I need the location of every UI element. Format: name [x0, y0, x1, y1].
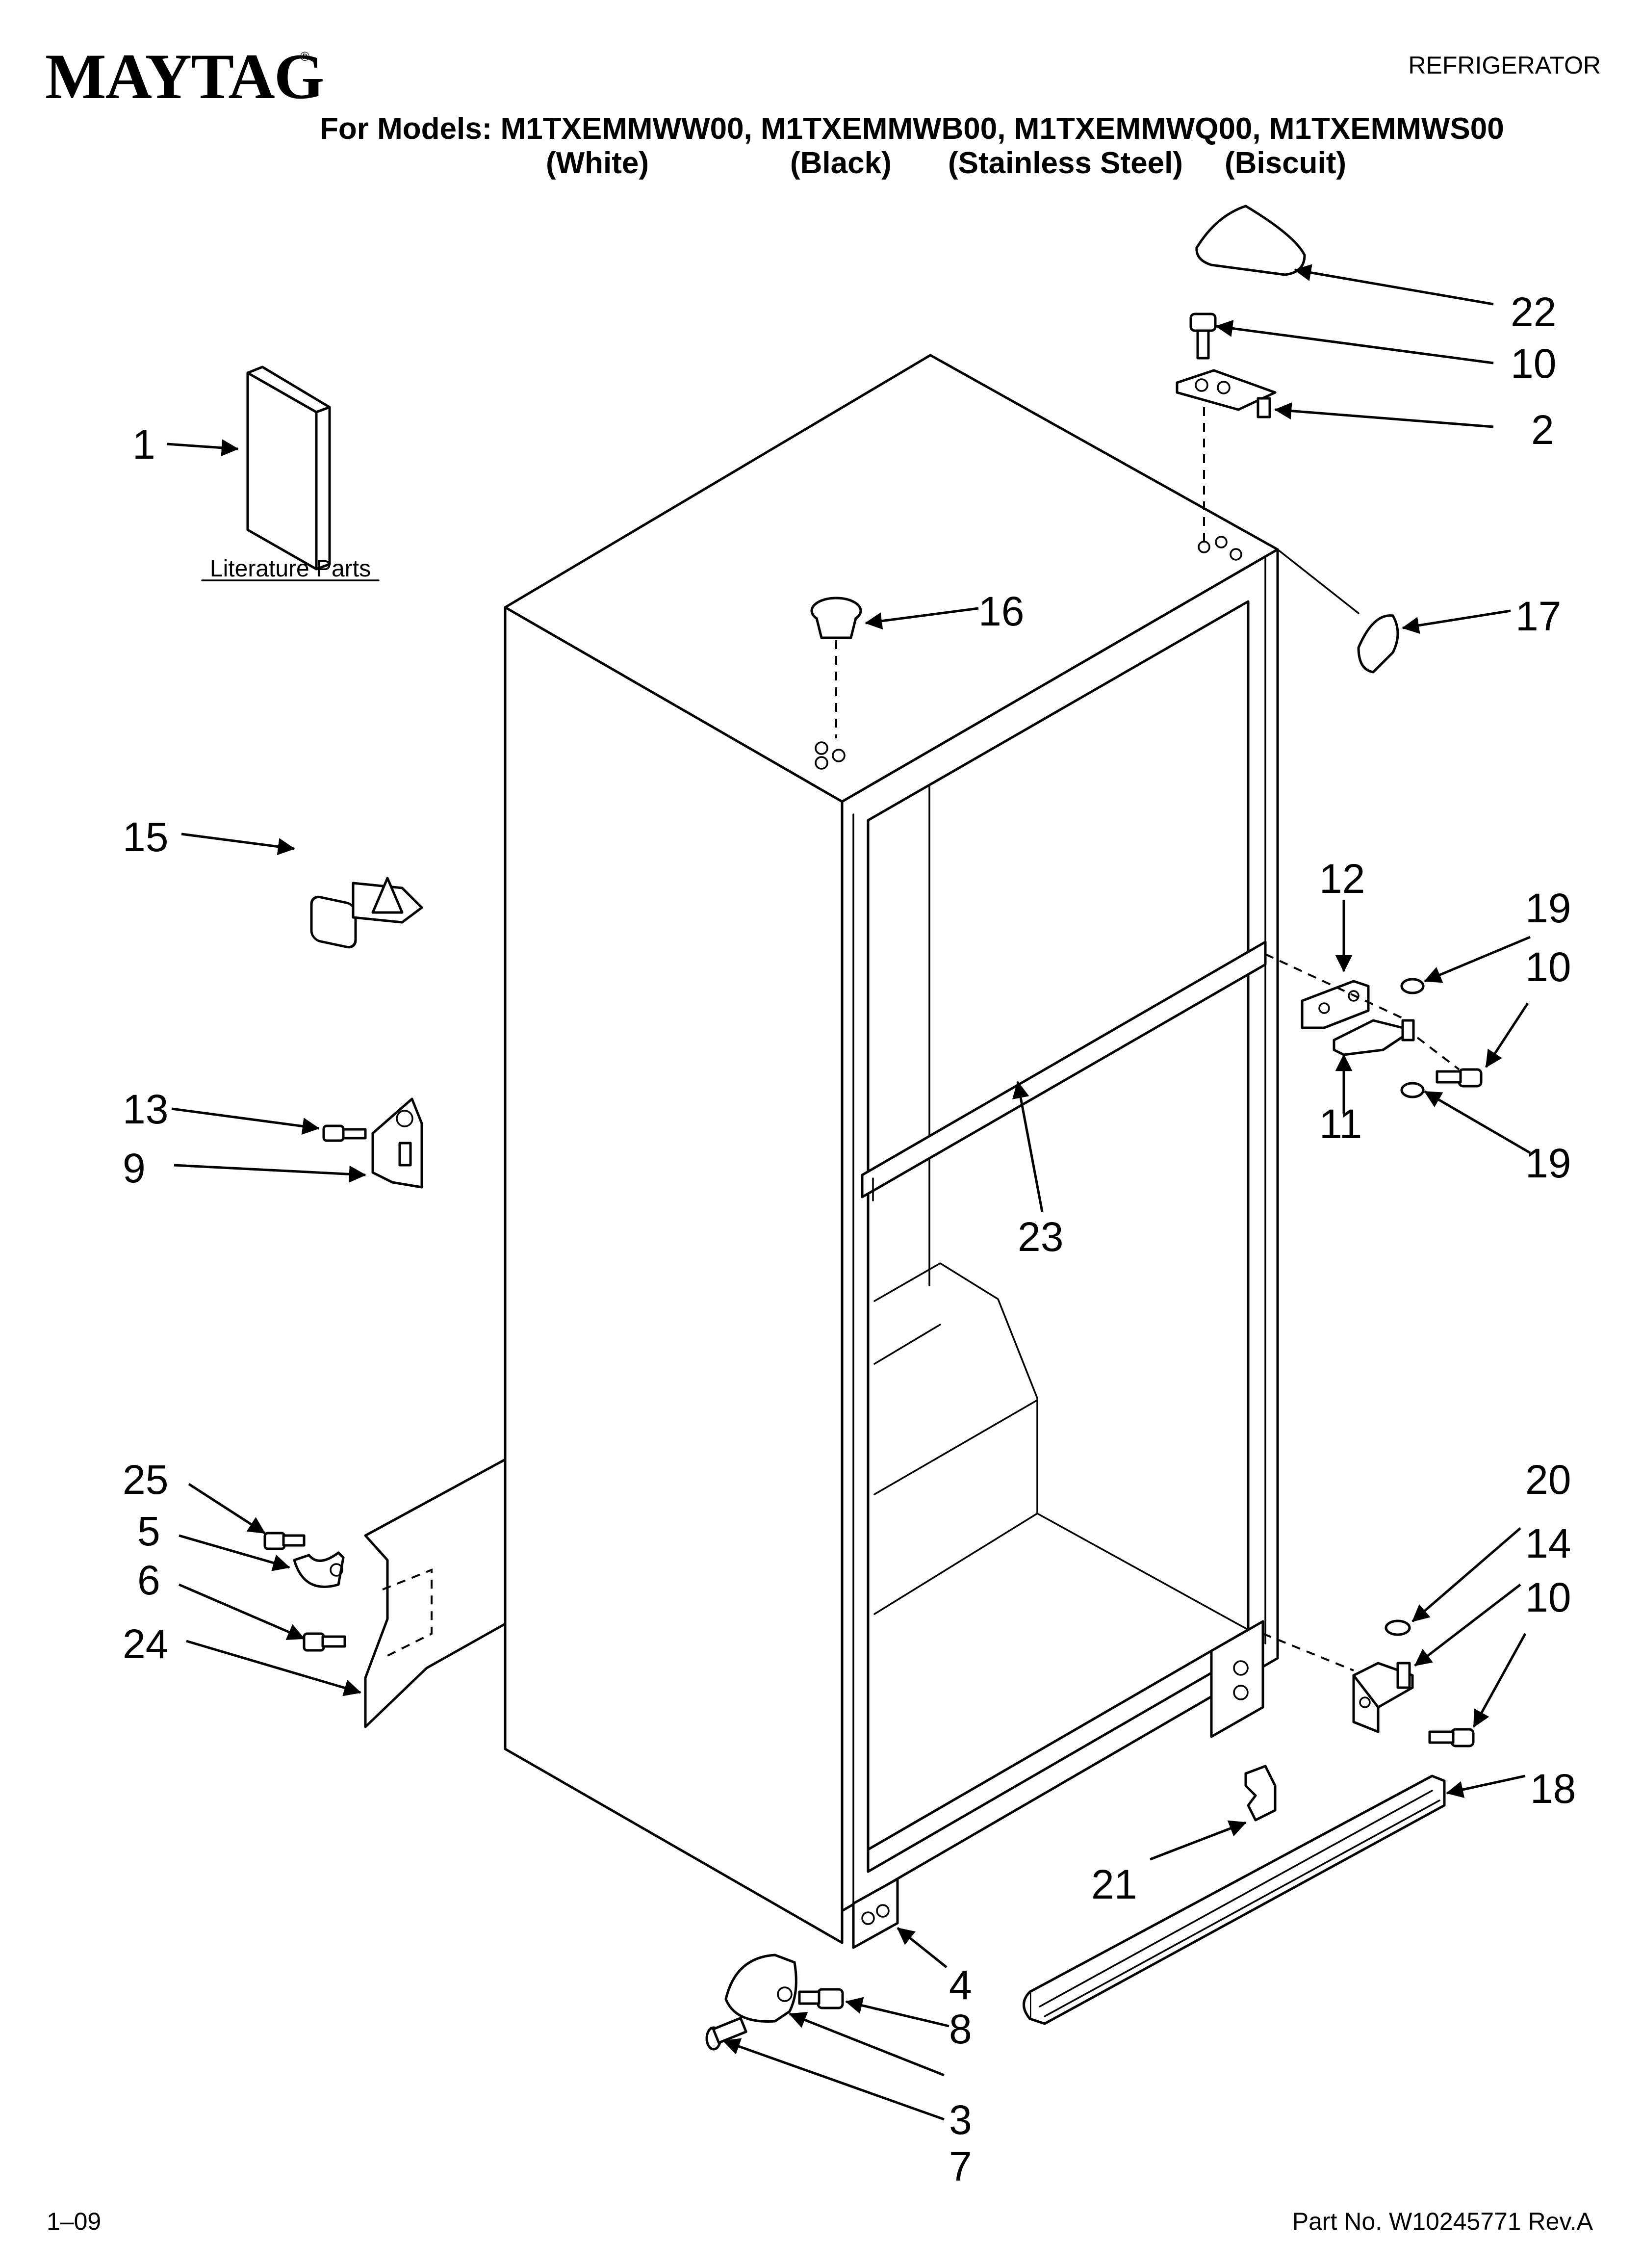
top-hinge-cover [1195, 205, 1306, 276]
callout-2: 2 [1531, 407, 1554, 453]
washer-lower [1400, 1082, 1425, 1098]
callout-6: 6 [137, 1557, 160, 1603]
brand-logo: MAYTAG [45, 40, 323, 112]
callout-3: 3 [949, 2097, 972, 2143]
callout-1: 1 [132, 421, 155, 468]
callout-16: 16 [978, 588, 1024, 634]
bottom-hinge [1352, 1662, 1414, 1733]
literature-parts: Literature Parts [201, 365, 380, 582]
top-plug [810, 597, 862, 738]
cabinet-left-side [504, 606, 844, 1944]
callout-10-top: 10 [1511, 340, 1556, 387]
top-hinge [1176, 369, 1277, 545]
callout-8: 8 [949, 2006, 972, 2052]
callout-24: 24 [123, 1621, 168, 1667]
callout-14: 14 [1525, 1520, 1571, 1566]
callout-19-upper: 19 [1525, 885, 1571, 931]
refrigerator-cabinet [364, 354, 1279, 1949]
callout-10-bottom: 10 [1525, 1574, 1571, 1620]
models-line: For Models: M1TXEMMWW00, M1TXEMMWB00, M1… [320, 112, 1504, 146]
top-trim-clip [1357, 614, 1399, 674]
part-number: Part No. W10245771 Rev.A [1292, 2208, 1593, 2235]
callout-25: 25 [123, 1457, 168, 1503]
door-closer-screw [322, 1124, 367, 1142]
leveler-bracket [724, 1954, 797, 2023]
washer-upper [1400, 978, 1425, 994]
footer: 1–09 Part No. W10245771 Rev.A [47, 2208, 1593, 2235]
callout-9: 9 [123, 1145, 146, 1191]
bottom-hinge-screw [1428, 1728, 1475, 1747]
date-code: 1–09 [47, 2208, 101, 2235]
bottom-washer [1385, 1619, 1411, 1636]
category-label: REFRIGERATOR [1408, 52, 1601, 79]
callout-15: 15 [123, 814, 168, 860]
callout-11: 11 [1319, 1101, 1362, 1147]
callout-4: 4 [949, 1962, 972, 2008]
door-closer-bracket [371, 1097, 423, 1189]
callout-numbers: 1 2 3 4 5 6 7 8 9 10 10 10 11 12 13 14 1… [123, 289, 1576, 2190]
color-white: (White) [546, 146, 649, 180]
side-bracket-screw [303, 1632, 346, 1652]
callout-21: 21 [1091, 1861, 1137, 1907]
callout-20: 20 [1525, 1457, 1571, 1503]
center-hinge [1265, 953, 1415, 1056]
top-hinge-screw [1189, 313, 1217, 360]
bottom-hinge-mount [1210, 1620, 1264, 1738]
grille-clip [1244, 1765, 1277, 1822]
callout-5: 5 [137, 1508, 160, 1554]
callout-7: 7 [949, 2143, 972, 2190]
corner-bracket [852, 1877, 899, 1949]
leveler-screw [798, 1988, 844, 2009]
leveler-pin [705, 2017, 747, 2051]
mullion [861, 940, 1267, 1199]
color-black: (Black) [790, 146, 892, 180]
color-stainless-steel: (Stainless Steel) [948, 146, 1183, 180]
leader-lines [166, 264, 1531, 2121]
door-stop [310, 877, 423, 949]
callout-13: 13 [123, 1086, 168, 1132]
callout-12: 12 [1319, 856, 1365, 902]
cord-clamp-screw [263, 1532, 306, 1550]
callout-22: 22 [1511, 289, 1556, 335]
callout-23: 23 [1018, 1214, 1063, 1260]
header: MAYTAG ® REFRIGERATOR For Models: M1TXEM… [45, 40, 1601, 180]
side-bracket-plate [364, 1458, 507, 1728]
cord-clamp [293, 1551, 345, 1588]
registered-mark: ® [300, 49, 309, 64]
color-biscuit: (Biscuit) [1225, 146, 1346, 180]
toe-grille [1023, 1774, 1446, 2025]
callout-17: 17 [1515, 593, 1561, 639]
literature-label: Literature Parts [210, 556, 371, 582]
callout-19-lower: 19 [1525, 1140, 1571, 1186]
callout-18: 18 [1530, 1766, 1576, 1812]
callout-10-center: 10 [1525, 944, 1571, 990]
center-hinge-screw [1436, 1068, 1483, 1088]
